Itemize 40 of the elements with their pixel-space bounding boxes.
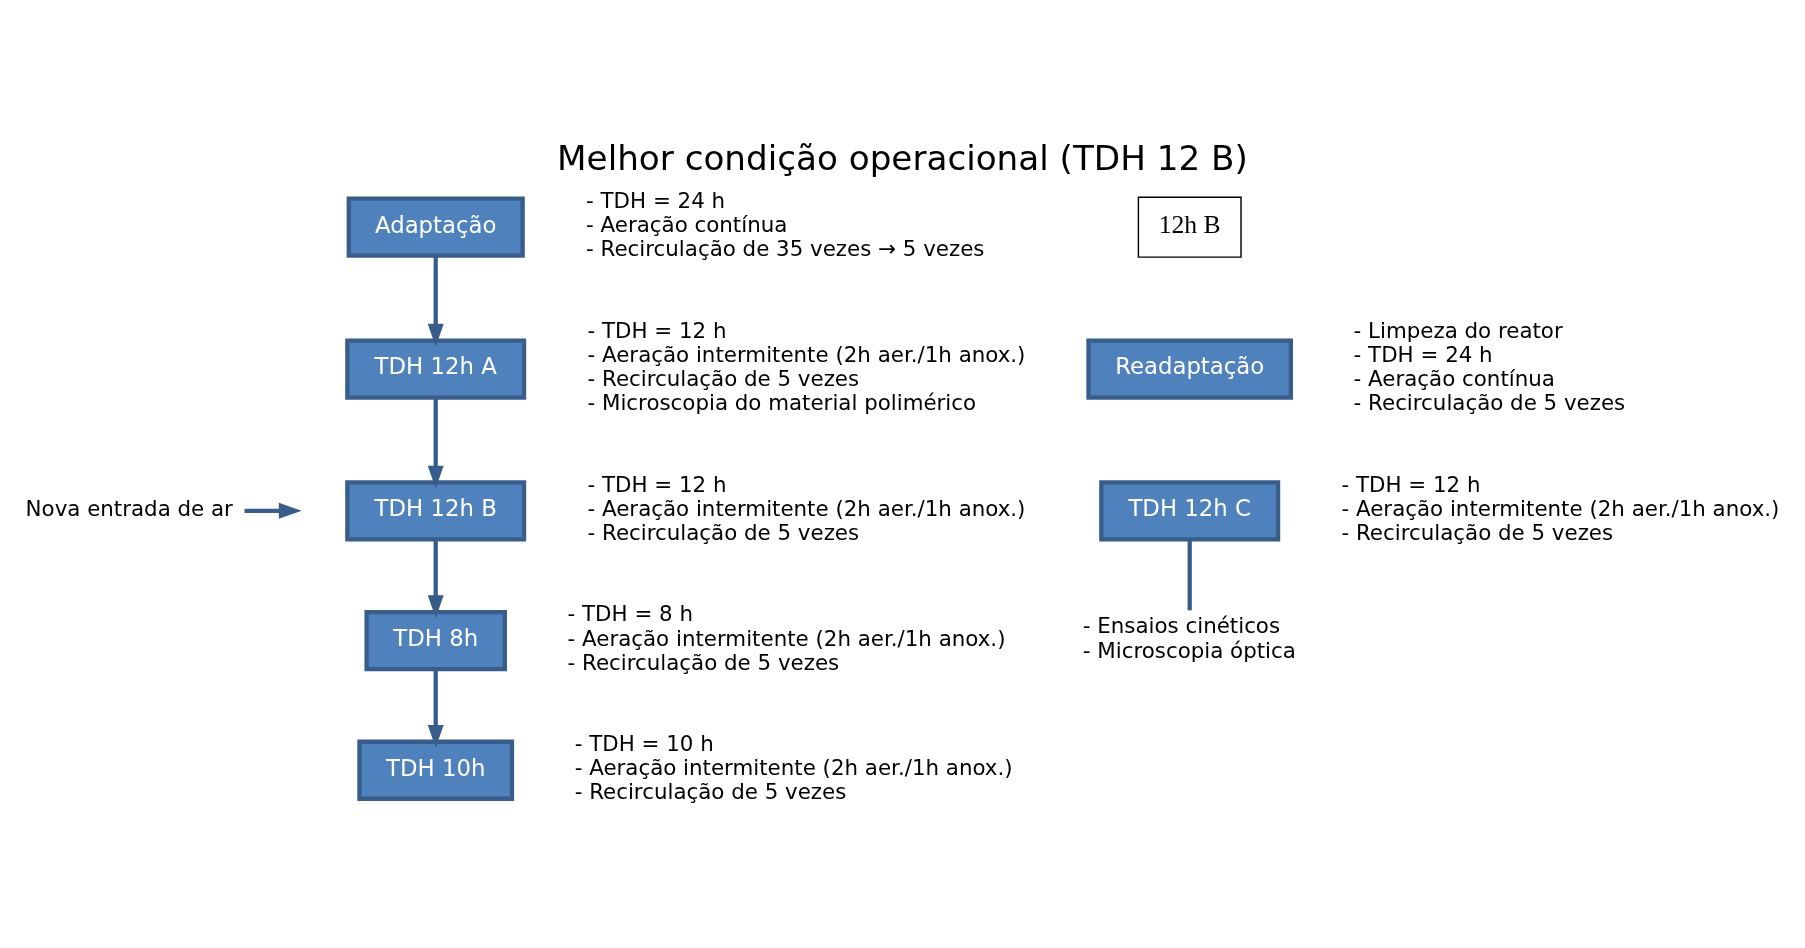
node-label: - Aeração contínua [1353,365,1555,391]
node-label: - Aeração contínua [586,211,788,237]
node-label: - Recirculação de 35 vezes → 5 vezes [586,235,985,261]
node-label: - Aeração intermitente (2h aer./1h anox.) [1341,495,1780,521]
node-box: TDH 10h [357,739,515,801]
diagram-title: Melhor condição operacional (TDH 12 B) [557,137,1248,178]
node-label: - Aeração intermitente (2h aer./1h anox.) [587,341,1026,367]
node-label: - Recirculação de 5 vezes [1341,519,1614,545]
node-box: Readaptação [1086,337,1294,400]
arrow [427,669,444,748]
arrow [427,539,444,618]
node-label: - TDH = 12 h [587,317,727,343]
arrow [427,255,444,347]
node-text: Nova entrada de ar [25,495,233,521]
node-label: - TDH = 24 h [1353,341,1493,367]
node-label: - TDH = 8 h [567,600,693,626]
node-label: - TDH = 10 h [574,730,714,756]
node-box: TDH 8h [364,609,507,671]
connector [1187,539,1192,610]
node-label: - Aeração intermitente (2h aer./1h anox.) [587,495,1026,521]
node-label: - Recirculação de 5 vezes [1353,389,1626,415]
node-box: TDH 12h C [1099,479,1281,541]
node-box: 12h B [1137,196,1242,258]
node-text: - Ensaios cinéticos - Microscopia óptica [1082,612,1296,663]
node-label: - TDH = 12 h [587,471,727,497]
arrow [244,502,302,519]
node-box: Adaptação [346,196,525,258]
node-label: - Aeração intermitente (2h aer./1h anox.) [574,754,1013,780]
node-label: - TDH = 12 h [1341,471,1481,497]
node-label: - Limpeza do reator [1353,317,1563,343]
node-box: TDH 12h B [345,479,527,541]
node-label: - Microscopia do material polimérico [587,389,977,415]
node-label: - TDH = 24 h [586,187,726,213]
node-label: - Recirculação de 5 vezes [587,519,860,545]
node-label: - Aeração intermitente (2h aer./1h anox.) [567,625,1006,651]
node-box: TDH 12h A [345,337,527,400]
node-label: - Recirculação de 5 vezes [587,365,860,391]
node-label: - Recirculação de 5 vezes [574,778,847,804]
node-label: - Recirculação de 5 vezes [567,649,840,675]
arrow [427,397,444,488]
